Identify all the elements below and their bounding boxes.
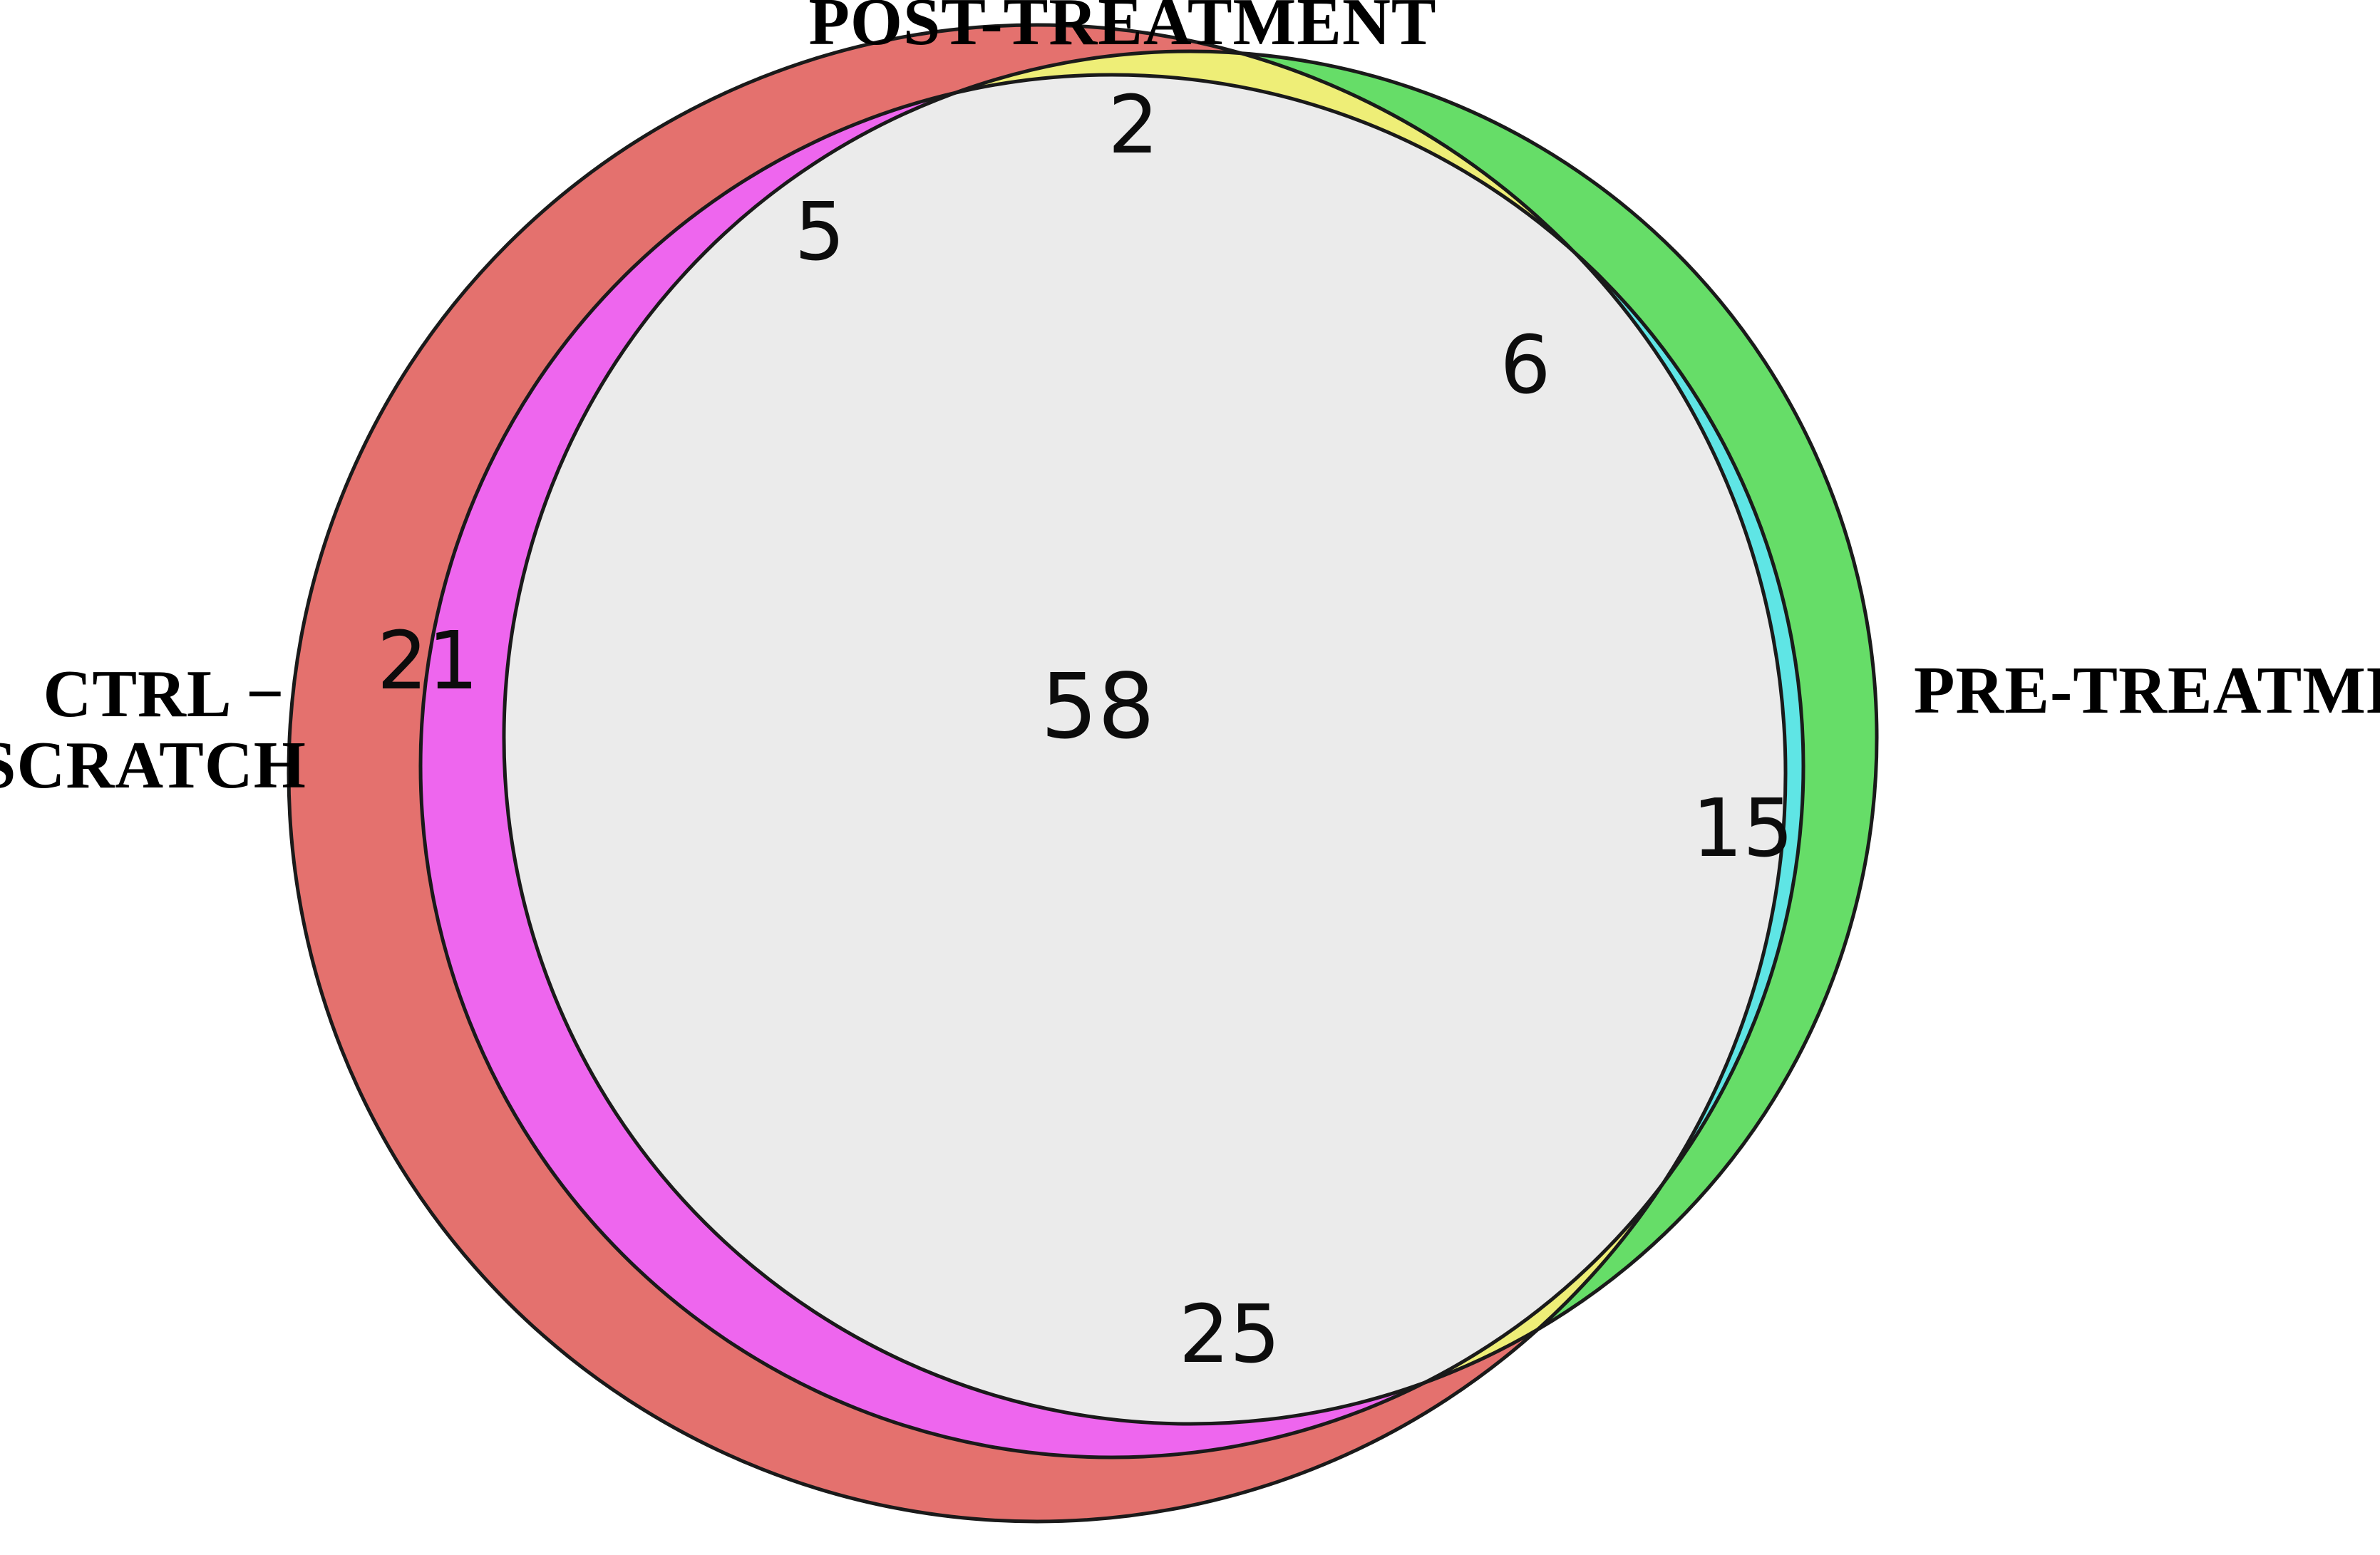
- set-label-pre-treatment: PRE-TREATMENT: [1914, 653, 2380, 728]
- region-all-three: [504, 75, 1786, 1424]
- venn-region-counts: 21 2 15 5 6 25 58: [377, 79, 1794, 1381]
- circle-outline-ctrl-scratch: [287, 23, 1788, 1524]
- set-label-ctrl-scratch-line2: SCRATCH: [0, 728, 306, 802]
- set-label-post-treatment: POST-TREATMENT: [808, 0, 1436, 59]
- venn-fills: [289, 25, 1877, 1522]
- count-post-pre: 6: [1500, 319, 1550, 412]
- count-pre-only: 15: [1692, 782, 1794, 875]
- count-ctrl-post: 5: [794, 186, 845, 279]
- count-all-three: 58: [1041, 654, 1155, 759]
- circle-outline-pre-treatment: [502, 49, 1879, 1426]
- count-post-only: 2: [1108, 79, 1158, 172]
- set-label-ctrl-scratch-line1: CTRL −: [43, 657, 284, 731]
- count-ctrl-only: 21: [377, 615, 479, 708]
- venn-outlines: [287, 23, 1879, 1524]
- circle-outline-post-treatment: [418, 73, 1805, 1460]
- venn-set-labels: POST-TREATMENT CTRL − SCRATCH PRE-TREATM…: [0, 0, 2380, 802]
- count-ctrl-pre: 25: [1179, 1288, 1281, 1381]
